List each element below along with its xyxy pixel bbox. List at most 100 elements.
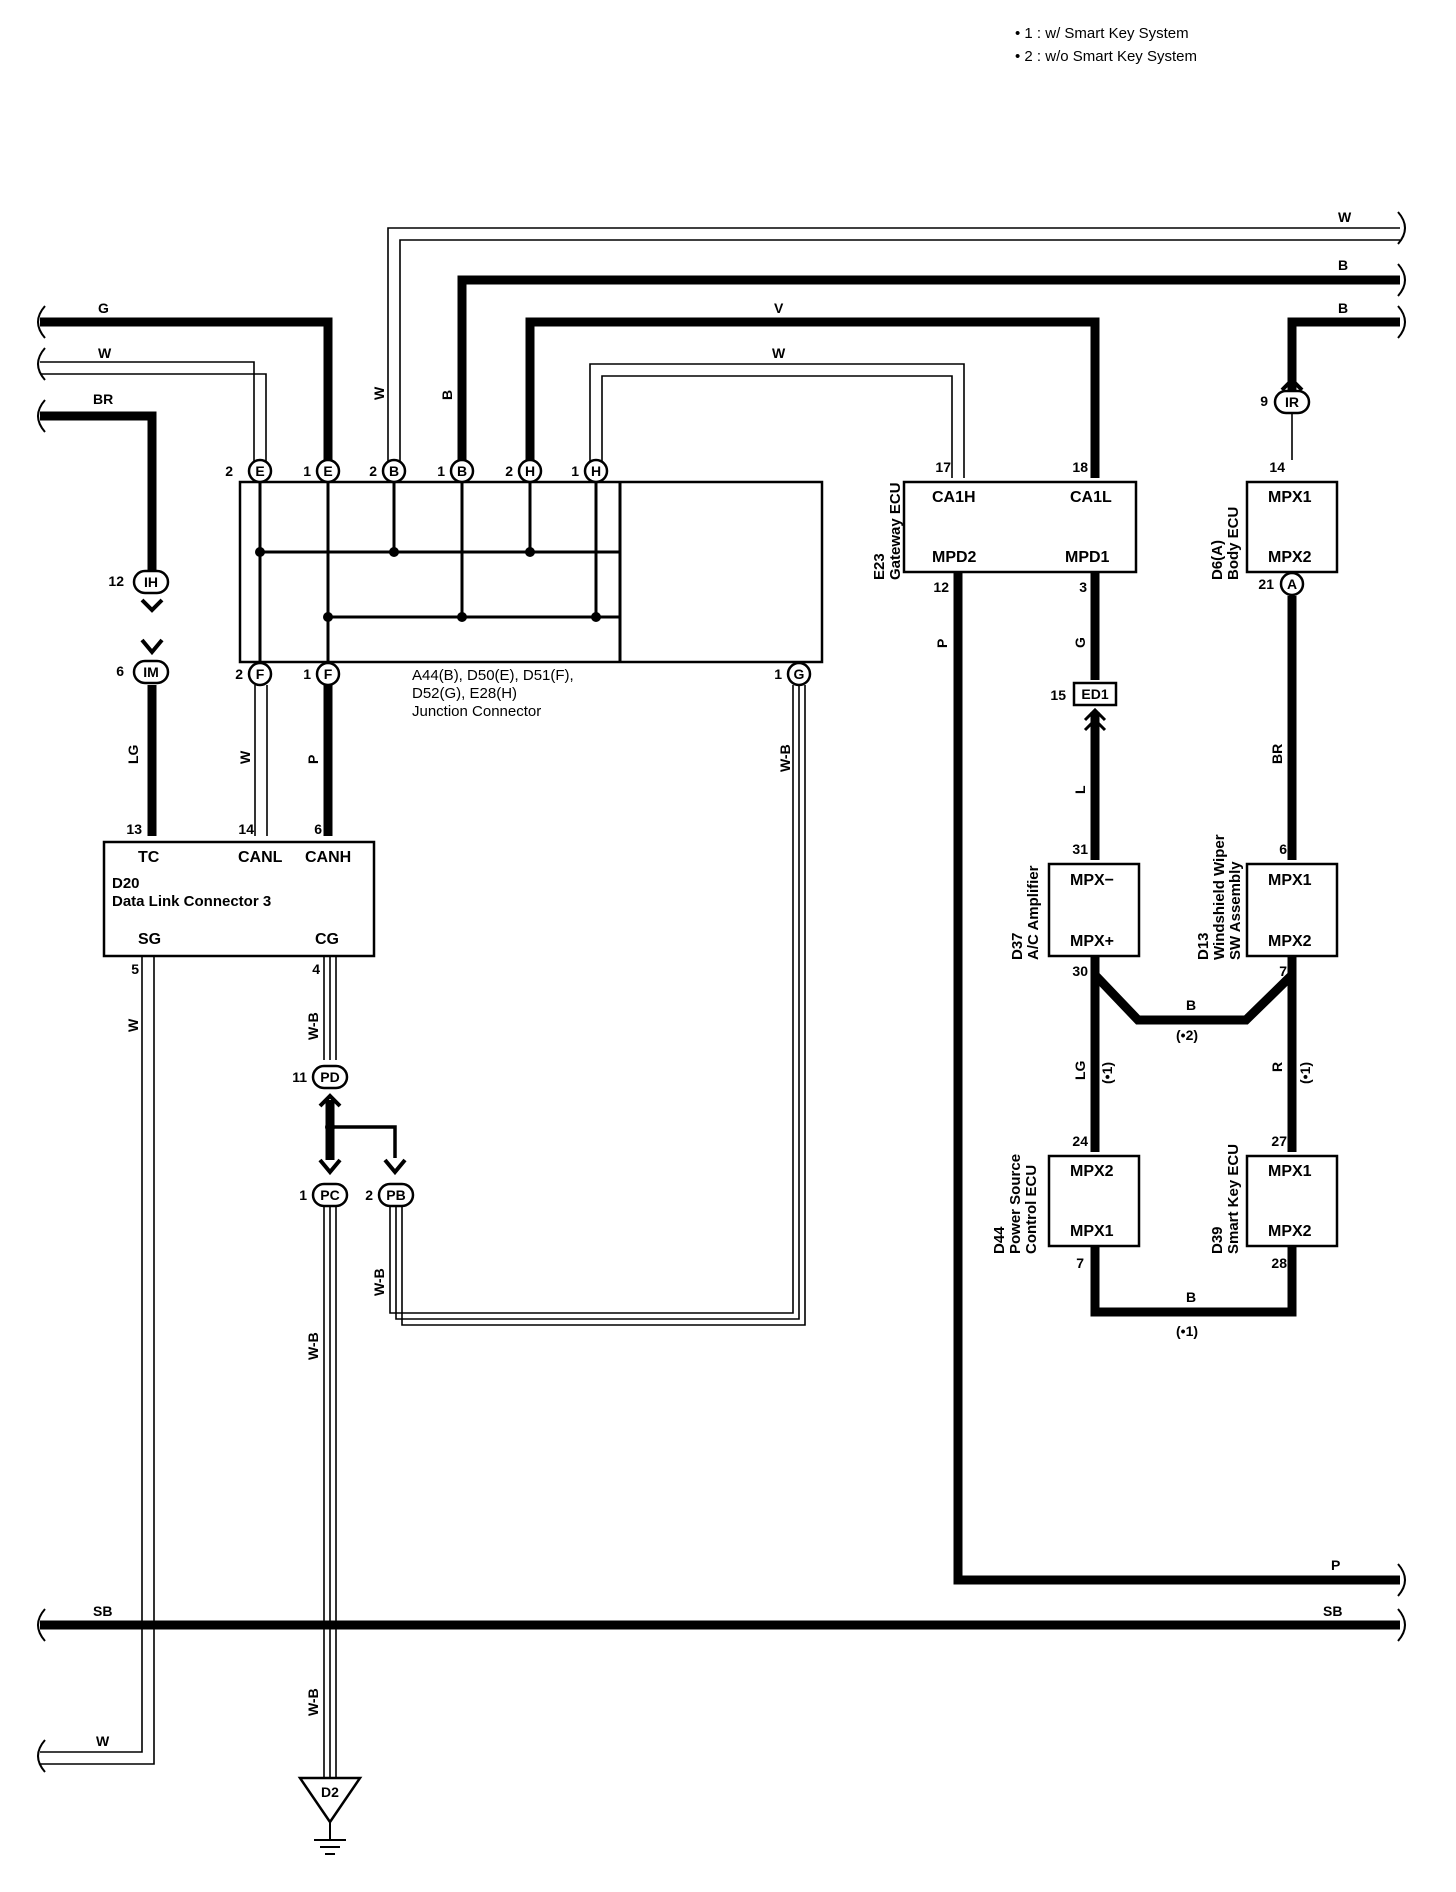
svg-text:14: 14: [1269, 459, 1285, 475]
svg-text:B: B: [389, 463, 399, 479]
junction-pin-g1: 1 G: [774, 661, 812, 687]
svg-text:30: 30: [1072, 963, 1088, 979]
svg-text:G: G: [794, 666, 805, 682]
svg-text:12: 12: [108, 573, 124, 589]
connector-im: 6 IM: [116, 638, 170, 685]
svg-text:W-B: W-B: [371, 1268, 387, 1296]
junction-pin-f1: 1 F: [303, 661, 341, 687]
gateway-ca1h: CA1H: [932, 489, 976, 506]
svg-text:31: 31: [1072, 841, 1088, 857]
svg-text:H: H: [591, 463, 601, 479]
svg-text:W: W: [125, 1018, 141, 1032]
body-name: Body ECU: [1225, 507, 1242, 580]
svg-text:17: 17: [935, 459, 951, 475]
wire-w-sg: [40, 956, 155, 1765]
svg-text:(•1): (•1): [1176, 1323, 1198, 1339]
svg-text:5: 5: [131, 961, 139, 977]
svg-text:P: P: [1331, 1557, 1340, 1573]
svg-text:W-B: W-B: [305, 1332, 321, 1360]
smart-id: D39: [1209, 1226, 1226, 1254]
psc-id: D44: [991, 1226, 1008, 1254]
gateway-ca1l: CA1L: [1070, 489, 1112, 506]
svg-text:PD: PD: [320, 1069, 339, 1085]
wiper-id: D13: [1195, 932, 1212, 960]
svg-text:W-B: W-B: [305, 1688, 321, 1716]
svg-text:2: 2: [225, 463, 233, 479]
svg-text:1: 1: [303, 463, 311, 479]
svg-text:28: 28: [1271, 1255, 1287, 1271]
ac-amplifier: 31 MPX− MPX+ 30 D37 A/C Amplifier: [1009, 841, 1141, 979]
svg-text:W: W: [96, 1733, 110, 1749]
svg-text:W-B: W-B: [305, 1012, 321, 1040]
svg-text:21: 21: [1258, 576, 1274, 592]
junction-connector: A44(B), D50(E), D51(F), D52(G), E28(H) J…: [238, 480, 824, 720]
body-mpx2: MPX2: [1268, 549, 1312, 566]
svg-text:2: 2: [235, 666, 243, 682]
svg-text:LG: LG: [125, 744, 141, 764]
svg-text:2: 2: [369, 463, 377, 479]
gateway-mpd2: MPD2: [932, 549, 977, 566]
dlc-tc: TC: [138, 849, 160, 866]
wire-b-top2: [1287, 317, 1400, 390]
wiper-mpx1: MPX1: [1268, 872, 1312, 889]
svg-text:6: 6: [1279, 841, 1287, 857]
junction-pin-b1: 1 B: [437, 458, 475, 484]
svg-text:W-B: W-B: [777, 744, 793, 772]
dlc-canl: CANL: [238, 849, 283, 866]
smart-name: Smart Key ECU: [1225, 1144, 1242, 1254]
wire-g-left: [40, 317, 333, 478]
note-no-smart-key: • 2 : w/o Smart Key System: [1015, 48, 1197, 65]
connector-ir: 9 IR: [1260, 377, 1311, 415]
junction-pin-h1: 1 H: [571, 458, 609, 484]
ac-mpx-plus: MPX+: [1070, 933, 1114, 950]
svg-text:SB: SB: [1323, 1603, 1342, 1619]
wire-break-marks: [37, 211, 1406, 1773]
connector-pc: 1 PC: [299, 1182, 349, 1208]
svg-text:F: F: [256, 666, 265, 682]
svg-text:B: B: [439, 390, 455, 400]
smart-mpx1: MPX1: [1268, 1163, 1312, 1180]
smart-mpx2: MPX2: [1268, 1223, 1312, 1240]
svg-text:13: 13: [126, 821, 142, 837]
junction-name-2: D52(G), E28(H): [412, 685, 517, 702]
svg-text:L: L: [1072, 785, 1088, 794]
wire-w-left: [40, 361, 267, 478]
svg-text:18: 18: [1072, 459, 1088, 475]
svg-text:3: 3: [1079, 579, 1087, 595]
svg-text:27: 27: [1271, 1133, 1287, 1149]
svg-text:W: W: [98, 345, 112, 361]
svg-text:12: 12: [933, 579, 949, 595]
wire-wb-cg: [323, 956, 337, 1060]
dlc-connector: 13 14 6 TC CANL CANH D20 Data Link Conne…: [102, 821, 376, 977]
svg-text:(•1): (•1): [1297, 1062, 1313, 1084]
svg-text:V: V: [774, 300, 784, 316]
connector-pb: 2 PB: [365, 1182, 415, 1208]
svg-text:B: B: [1186, 997, 1196, 1013]
svg-text:E: E: [255, 463, 264, 479]
dlc-id: D20: [112, 875, 140, 892]
body-ecu: 14 MPX1 MPX2 D6(A) Body ECU: [1209, 459, 1339, 580]
svg-text:14: 14: [238, 821, 254, 837]
psc-mpx2: MPX2: [1070, 1163, 1114, 1180]
connector-ed1: 15 ED1: [1050, 681, 1118, 732]
svg-text:(•2): (•2): [1176, 1027, 1198, 1043]
gateway-mpd1: MPD1: [1065, 549, 1110, 566]
svg-text:11: 11: [292, 1069, 307, 1085]
ac-name: A/C Amplifier: [1025, 865, 1042, 960]
svg-text:W: W: [772, 345, 786, 361]
wiper-name-2: SW Assembly: [1227, 861, 1244, 960]
junction-name-1: A44(B), D50(E), D51(F),: [412, 667, 574, 684]
svg-text:B: B: [1338, 300, 1348, 316]
svg-text:1: 1: [299, 1187, 307, 1203]
connector-pd: 11 PD: [292, 1064, 407, 1176]
svg-text:F: F: [324, 666, 333, 682]
svg-text:9: 9: [1260, 393, 1268, 409]
gateway-name: Gateway ECU: [887, 482, 904, 580]
svg-text:6: 6: [116, 663, 124, 679]
svg-text:ED1: ED1: [1081, 686, 1108, 702]
junction-name-3: Junction Connector: [412, 703, 541, 720]
wire-v-mid: [525, 317, 1100, 478]
svg-text:W: W: [237, 750, 253, 764]
dlc-cg: CG: [315, 931, 339, 948]
